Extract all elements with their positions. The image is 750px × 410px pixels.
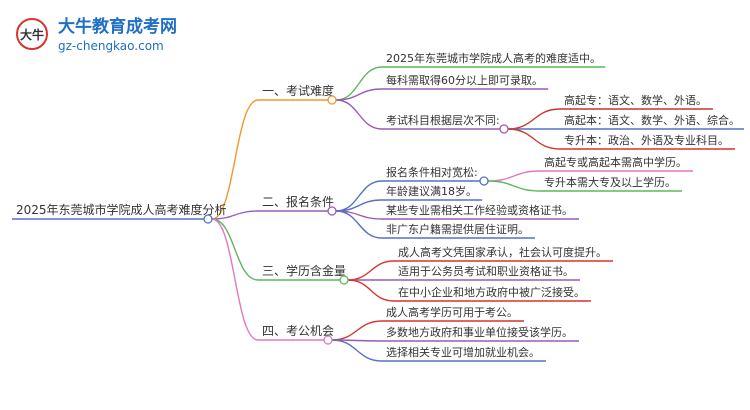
branch-2-item-2: 年龄建议满18岁。 xyxy=(386,184,477,198)
branch-4-item-1-connector xyxy=(331,320,383,341)
root-dot xyxy=(203,214,213,224)
branch-3-item-2: 适用于公务员考试和职业资格证书。 xyxy=(398,264,574,278)
branch-4-dot xyxy=(323,335,333,345)
brand-title: 大牛教育成考网 xyxy=(58,16,177,37)
branch-1-item-3-sub-2: 高起本：语文、数学、外语、综合。 xyxy=(564,113,740,127)
branch-3-dot xyxy=(339,275,349,285)
branch-2-item-4-connector xyxy=(335,210,383,239)
branch-2-item-1: 报名条件相对宽松: xyxy=(386,165,478,179)
branch-1-item-3-sub-3-connector xyxy=(507,128,561,150)
branch-4-node: 四、考公机会 xyxy=(262,324,334,338)
branch-1-item-3-connector xyxy=(335,99,383,130)
branch-4-item-1: 成人高考学历可用于考公。 xyxy=(386,305,518,319)
branch-3-connector xyxy=(211,218,259,281)
branch-2-item-1-sub-1: 高起专或高起本需高中学历。 xyxy=(544,155,687,169)
branch-2-item-1-sub-2-connector xyxy=(487,180,541,192)
node-layer: 2025年东莞城市学院成人高考难度分析 一、考试难度 2025年东莞城市学院成人高考… xyxy=(16,51,740,359)
branch-1-dot xyxy=(327,95,337,105)
branch-1-item-2: 每科需取得60分以上即可录取。 xyxy=(386,73,543,87)
connector-layer xyxy=(12,66,744,362)
branch-2-item-1-dot xyxy=(479,176,489,186)
branch-2-connector xyxy=(211,210,259,220)
branch-1-item-3-sub-3: 专升本：政治、外语及专业科目。 xyxy=(564,133,729,147)
branch-2-item-1-connector xyxy=(335,180,383,212)
logo-text: 大牛 xyxy=(20,27,44,42)
branch-1-item-3-dot xyxy=(499,124,509,134)
root-node: 2025年东莞城市学院成人高考难度分析 xyxy=(16,202,227,217)
branch-2-item-1-sub-1-connector xyxy=(487,170,541,182)
branch-3-node: 三、学历含金量 xyxy=(262,263,346,278)
branch-1-item-3-sub-1: 高起专：语文、数学、外语。 xyxy=(564,93,707,107)
branch-2-item-4: 非广东户籍需提供居住证明。 xyxy=(386,222,529,236)
branch-2-item-1-sub-2: 专升本需大专及以上学历。 xyxy=(544,175,676,189)
branch-4-item-3: 选择相关专业可增加就业机会。 xyxy=(386,345,540,359)
branch-2-item-3: 某些专业需相关工作经验或资格证书。 xyxy=(386,203,573,217)
branch-3-item-1-connector xyxy=(347,260,395,281)
branch-1-item-3-sub-1-connector xyxy=(507,108,561,130)
branch-2-node: 二、报名条件 xyxy=(262,194,334,209)
branch-4-item-3-connector xyxy=(331,339,383,362)
branch-1-item-3: 考试科目根据层次不同: xyxy=(386,113,500,127)
logo-icon xyxy=(16,18,48,50)
brand-logo: 大牛 大牛教育成考网 gz-chengkao.com xyxy=(16,16,177,53)
branch-1-item-2-connector xyxy=(335,88,383,101)
branch-4-connector xyxy=(211,218,259,341)
branch-1-node: 一、考试难度 xyxy=(262,83,334,98)
branch-1-connector xyxy=(211,99,259,220)
branch-3-item-3: 在中小企业和地方政府中被广泛接受。 xyxy=(398,285,585,299)
branch-3-item-1: 成人高考文凭国家承认，社会认可度提升。 xyxy=(398,245,607,259)
brand-url: gz-chengkao.com xyxy=(58,39,164,53)
branch-1-item-1: 2025年东莞城市学院成人高考的难度适中。 xyxy=(386,51,601,65)
branch-3-item-3-connector xyxy=(347,279,395,302)
branch-4-item-2: 多数地方政府和事业单位接受该学历。 xyxy=(386,325,573,339)
branch-2-dot xyxy=(327,206,337,216)
